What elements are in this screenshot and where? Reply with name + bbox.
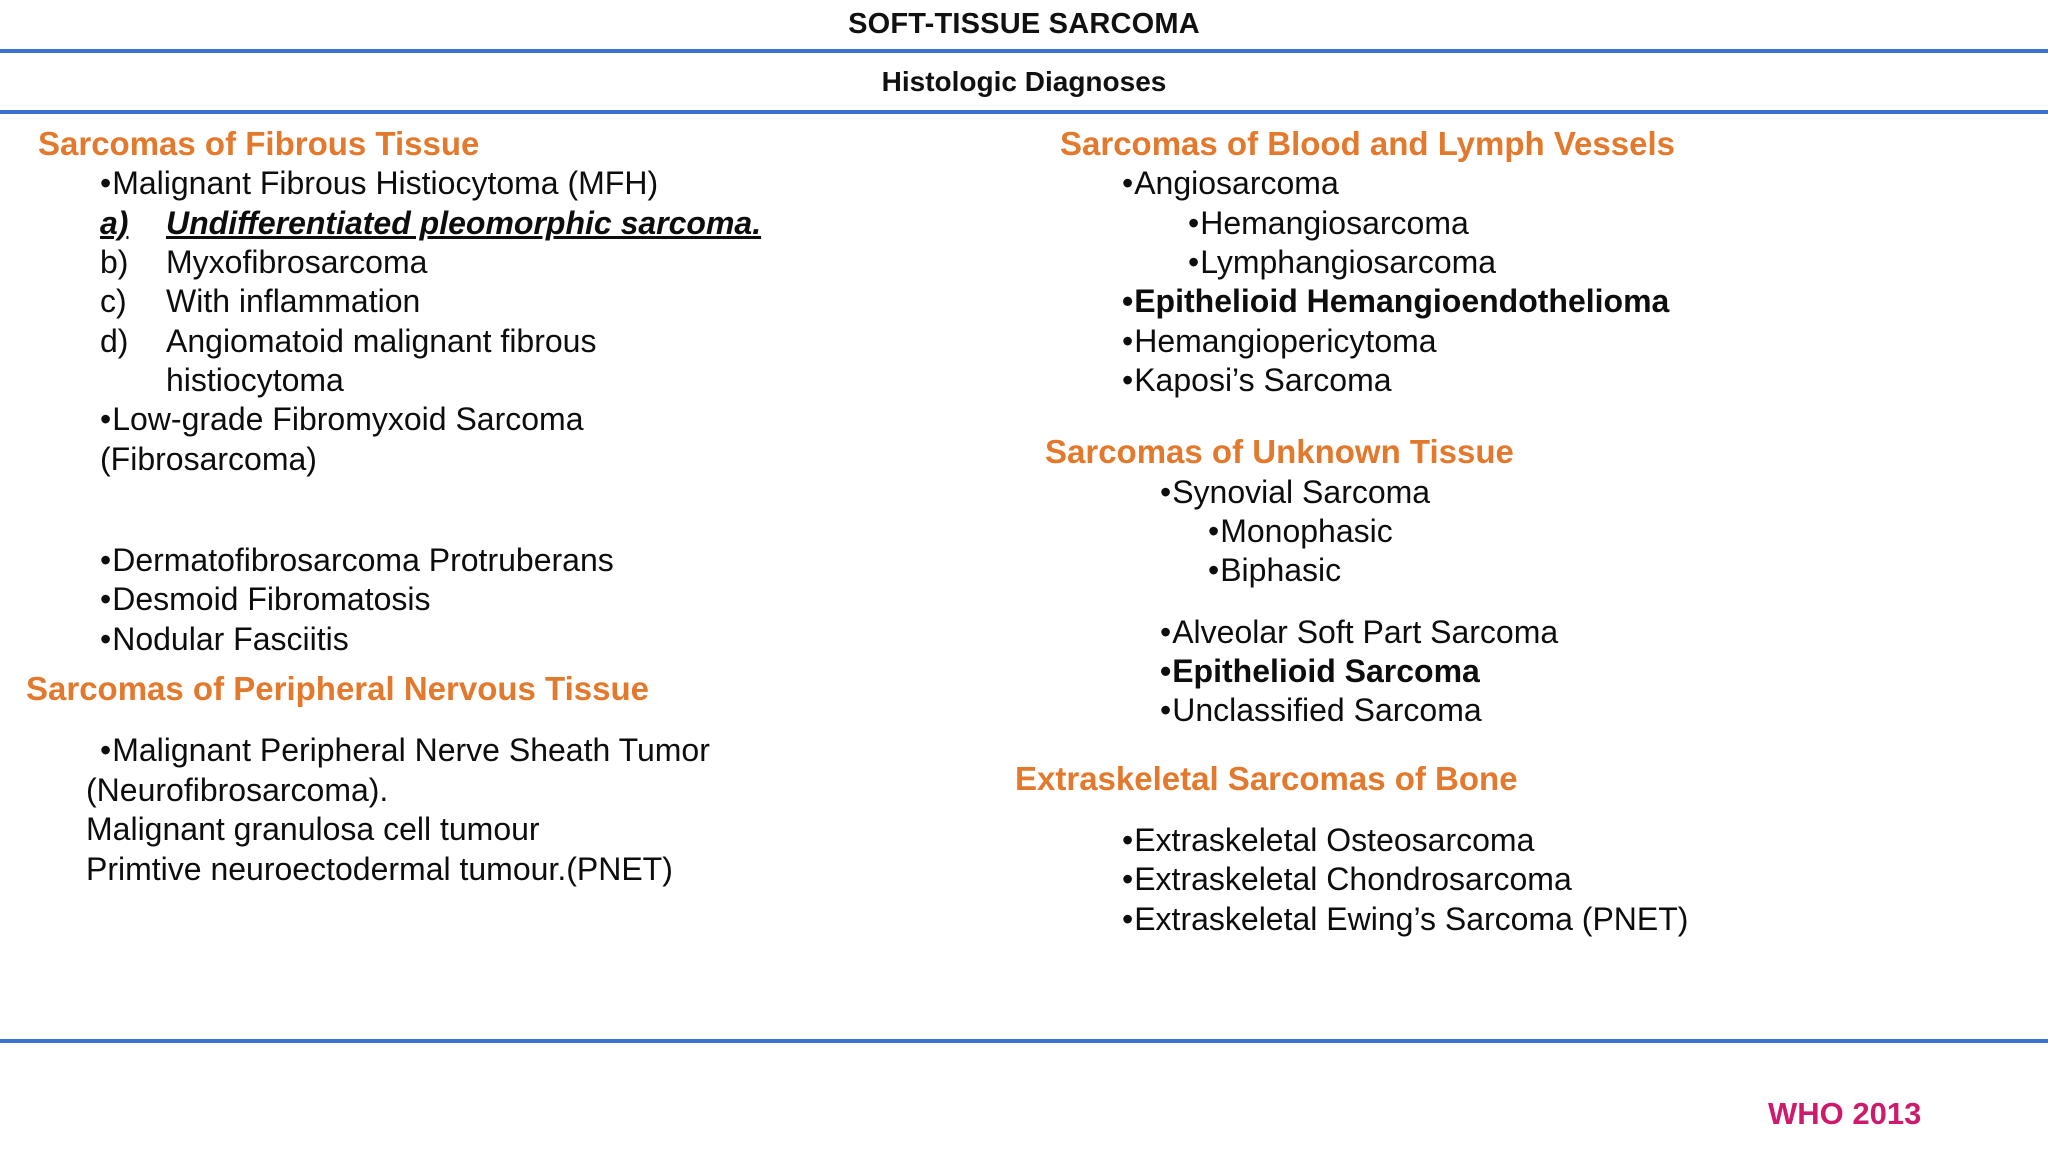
list-item: Synovial Sarcoma bbox=[1060, 473, 2020, 512]
section-heading-peripheral-nervous-tissue: Sarcomas of Peripheral Nervous Tissue bbox=[26, 670, 649, 708]
slide-title: SOFT-TISSUE SARCOMA bbox=[848, 8, 1200, 40]
source-note: WHO 2013 bbox=[1768, 1096, 1922, 1131]
list-item: d) Angiomatoid malignant fibrous bbox=[38, 322, 978, 361]
list-marker: a) bbox=[100, 204, 129, 241]
list-item: Hemangiopericytoma bbox=[1060, 322, 2020, 361]
list-item: b) Myxofibrosarcoma bbox=[38, 243, 978, 282]
list-item: Kaposi’s Sarcoma bbox=[1060, 361, 2020, 400]
list-item: Malignant Fibrous Histiocytoma (MFH) bbox=[38, 164, 978, 203]
list-item-label: Angiomatoid malignant fibrous bbox=[166, 322, 597, 359]
list-item: Extraskeletal Chondrosarcoma bbox=[1060, 860, 2020, 899]
list-item: Nodular Fasciitis bbox=[38, 620, 978, 659]
list-item: c) With inflammation bbox=[38, 282, 978, 321]
list-item: Angiosarcoma bbox=[1060, 164, 2020, 203]
list-item: Malignant Peripheral Nerve Sheath Tumor bbox=[38, 731, 978, 770]
list-item: Biphasic bbox=[1060, 551, 2020, 590]
list-item: Hemangiosarcoma bbox=[1060, 204, 2020, 243]
slide-subtitle: Histologic Diagnoses bbox=[881, 66, 1167, 97]
list-item: Desmoid Fibromatosis bbox=[38, 580, 978, 619]
list-item: Alveolar Soft Part Sarcoma bbox=[1060, 613, 2020, 652]
spacer bbox=[38, 479, 978, 541]
divider-second bbox=[0, 110, 2048, 114]
list-item: Extraskeletal Osteosarcoma bbox=[1060, 821, 2020, 860]
spacer bbox=[1060, 799, 2020, 821]
list-item: Epithelioid Sarcoma bbox=[1060, 652, 2020, 691]
divider-top bbox=[0, 49, 2048, 53]
section-heading-unknown-tissue: Sarcomas of Unknown Tissue bbox=[1045, 433, 1514, 471]
list-item-label: With inflammation bbox=[166, 283, 421, 320]
list-item: Primtive neuroectodermal tumour.(PNET) bbox=[86, 850, 673, 887]
list-item-continuation: (Neurofibrosarcoma). bbox=[86, 771, 389, 808]
list-item: Low-grade Fibromyxoid Sarcoma bbox=[38, 400, 978, 439]
divider-bottom bbox=[0, 1039, 2048, 1043]
list-item-continuation: (Fibrosarcoma) bbox=[100, 440, 317, 477]
spacer bbox=[38, 709, 978, 731]
list-item: Dermatofibrosarcoma Protruberans bbox=[38, 541, 978, 580]
list-marker: b) bbox=[100, 243, 129, 280]
left-column: Sarcomas of Fibrous Tissue Malignant Fib… bbox=[26, 124, 978, 889]
section-heading-extraskeletal-bone: Extraskeletal Sarcomas of Bone bbox=[1015, 759, 1518, 797]
list-item: Extraskeletal Ewing’s Sarcoma (PNET) bbox=[1060, 900, 2020, 939]
section-heading-fibrous-tissue: Sarcomas of Fibrous Tissue bbox=[38, 125, 480, 162]
list-item: Lymphangiosarcoma bbox=[1060, 243, 2020, 282]
list-item: Malignant granulosa cell tumour bbox=[86, 811, 540, 848]
list-item-continuation: histiocytoma bbox=[166, 362, 344, 399]
spacer bbox=[1060, 591, 2020, 613]
list-marker: c) bbox=[100, 283, 127, 320]
section-heading-blood-lymph-vessels: Sarcomas of Blood and Lymph Vessels bbox=[1060, 125, 1675, 162]
list-item: Epithelioid Hemangioendothelioma bbox=[1060, 282, 2020, 321]
right-column: Sarcomas of Blood and Lymph Vessels Angi… bbox=[1015, 124, 2020, 939]
list-item-label: Undifferentiated pleomorphic sarcoma. bbox=[166, 204, 762, 241]
list-item: Unclassified Sarcoma bbox=[1060, 691, 2020, 730]
list-item-label: Myxofibrosarcoma bbox=[166, 243, 428, 280]
list-item: Monophasic bbox=[1060, 512, 2020, 551]
list-item: a) Undifferentiated pleomorphic sarcoma. bbox=[38, 204, 978, 243]
list-marker: d) bbox=[100, 322, 129, 359]
